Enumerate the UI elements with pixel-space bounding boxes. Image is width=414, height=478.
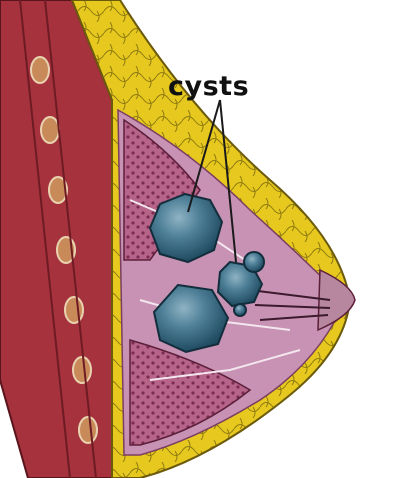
cysts-label: cysts xyxy=(168,73,249,100)
cyst-tiny xyxy=(234,304,246,316)
chest-wall-muscle xyxy=(0,0,112,478)
cyst-small xyxy=(244,252,264,272)
cyst-large-upper xyxy=(150,194,222,262)
